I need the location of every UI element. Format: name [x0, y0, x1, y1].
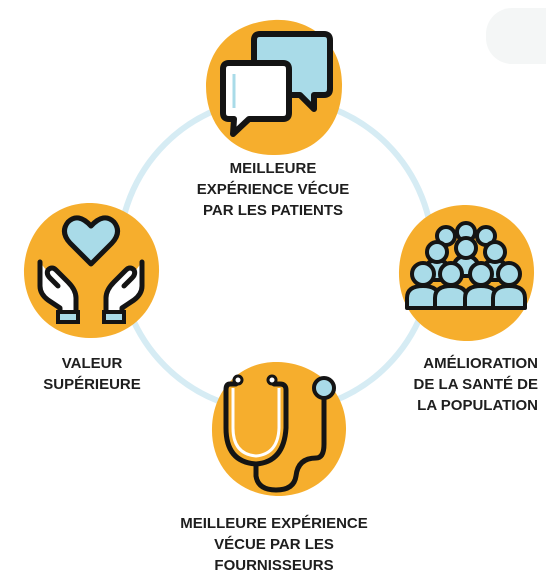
label-line: SUPÉRIEURE: [43, 376, 141, 393]
label-providers: MEILLEURE EXPÉRIENCE VÉCUE PAR LES FOURN…: [168, 513, 380, 576]
node-providers: [208, 358, 350, 500]
stethoscope-icon: [211, 361, 347, 497]
label-line: MEILLEURE: [229, 160, 317, 177]
label-line: VALEUR: [61, 355, 123, 372]
label-line: VÉCUE PAR LES: [214, 536, 334, 553]
label-line: FOURNISSEURS: [214, 557, 334, 574]
label-line: EXPÉRIENCE VÉCUE: [196, 181, 350, 198]
label-line: AMÉLIORATION: [423, 355, 538, 372]
node-patients: [203, 16, 345, 158]
label-value: VALEUR SUPÉRIEURE: [36, 353, 148, 395]
node-value: [20, 200, 162, 342]
corner-decoration: [486, 8, 546, 64]
label-line: LA POPULATION: [417, 397, 538, 414]
hands-heart-icon: [23, 202, 160, 339]
label-line: PAR LES PATIENTS: [202, 202, 343, 219]
label-line: DE LA SANTÉ DE: [413, 376, 538, 393]
crowd-icon: [398, 205, 535, 342]
chat-bubbles-icon: [206, 19, 343, 156]
label-line: MEILLEURE EXPÉRIENCE: [180, 515, 368, 532]
label-population: AMÉLIORATION DE LA SANTÉ DE LA POPULATIO…: [386, 353, 538, 416]
label-patients: MEILLEURE EXPÉRIENCE VÉCUE PAR LES PATIE…: [193, 158, 353, 221]
node-population: [395, 202, 537, 344]
